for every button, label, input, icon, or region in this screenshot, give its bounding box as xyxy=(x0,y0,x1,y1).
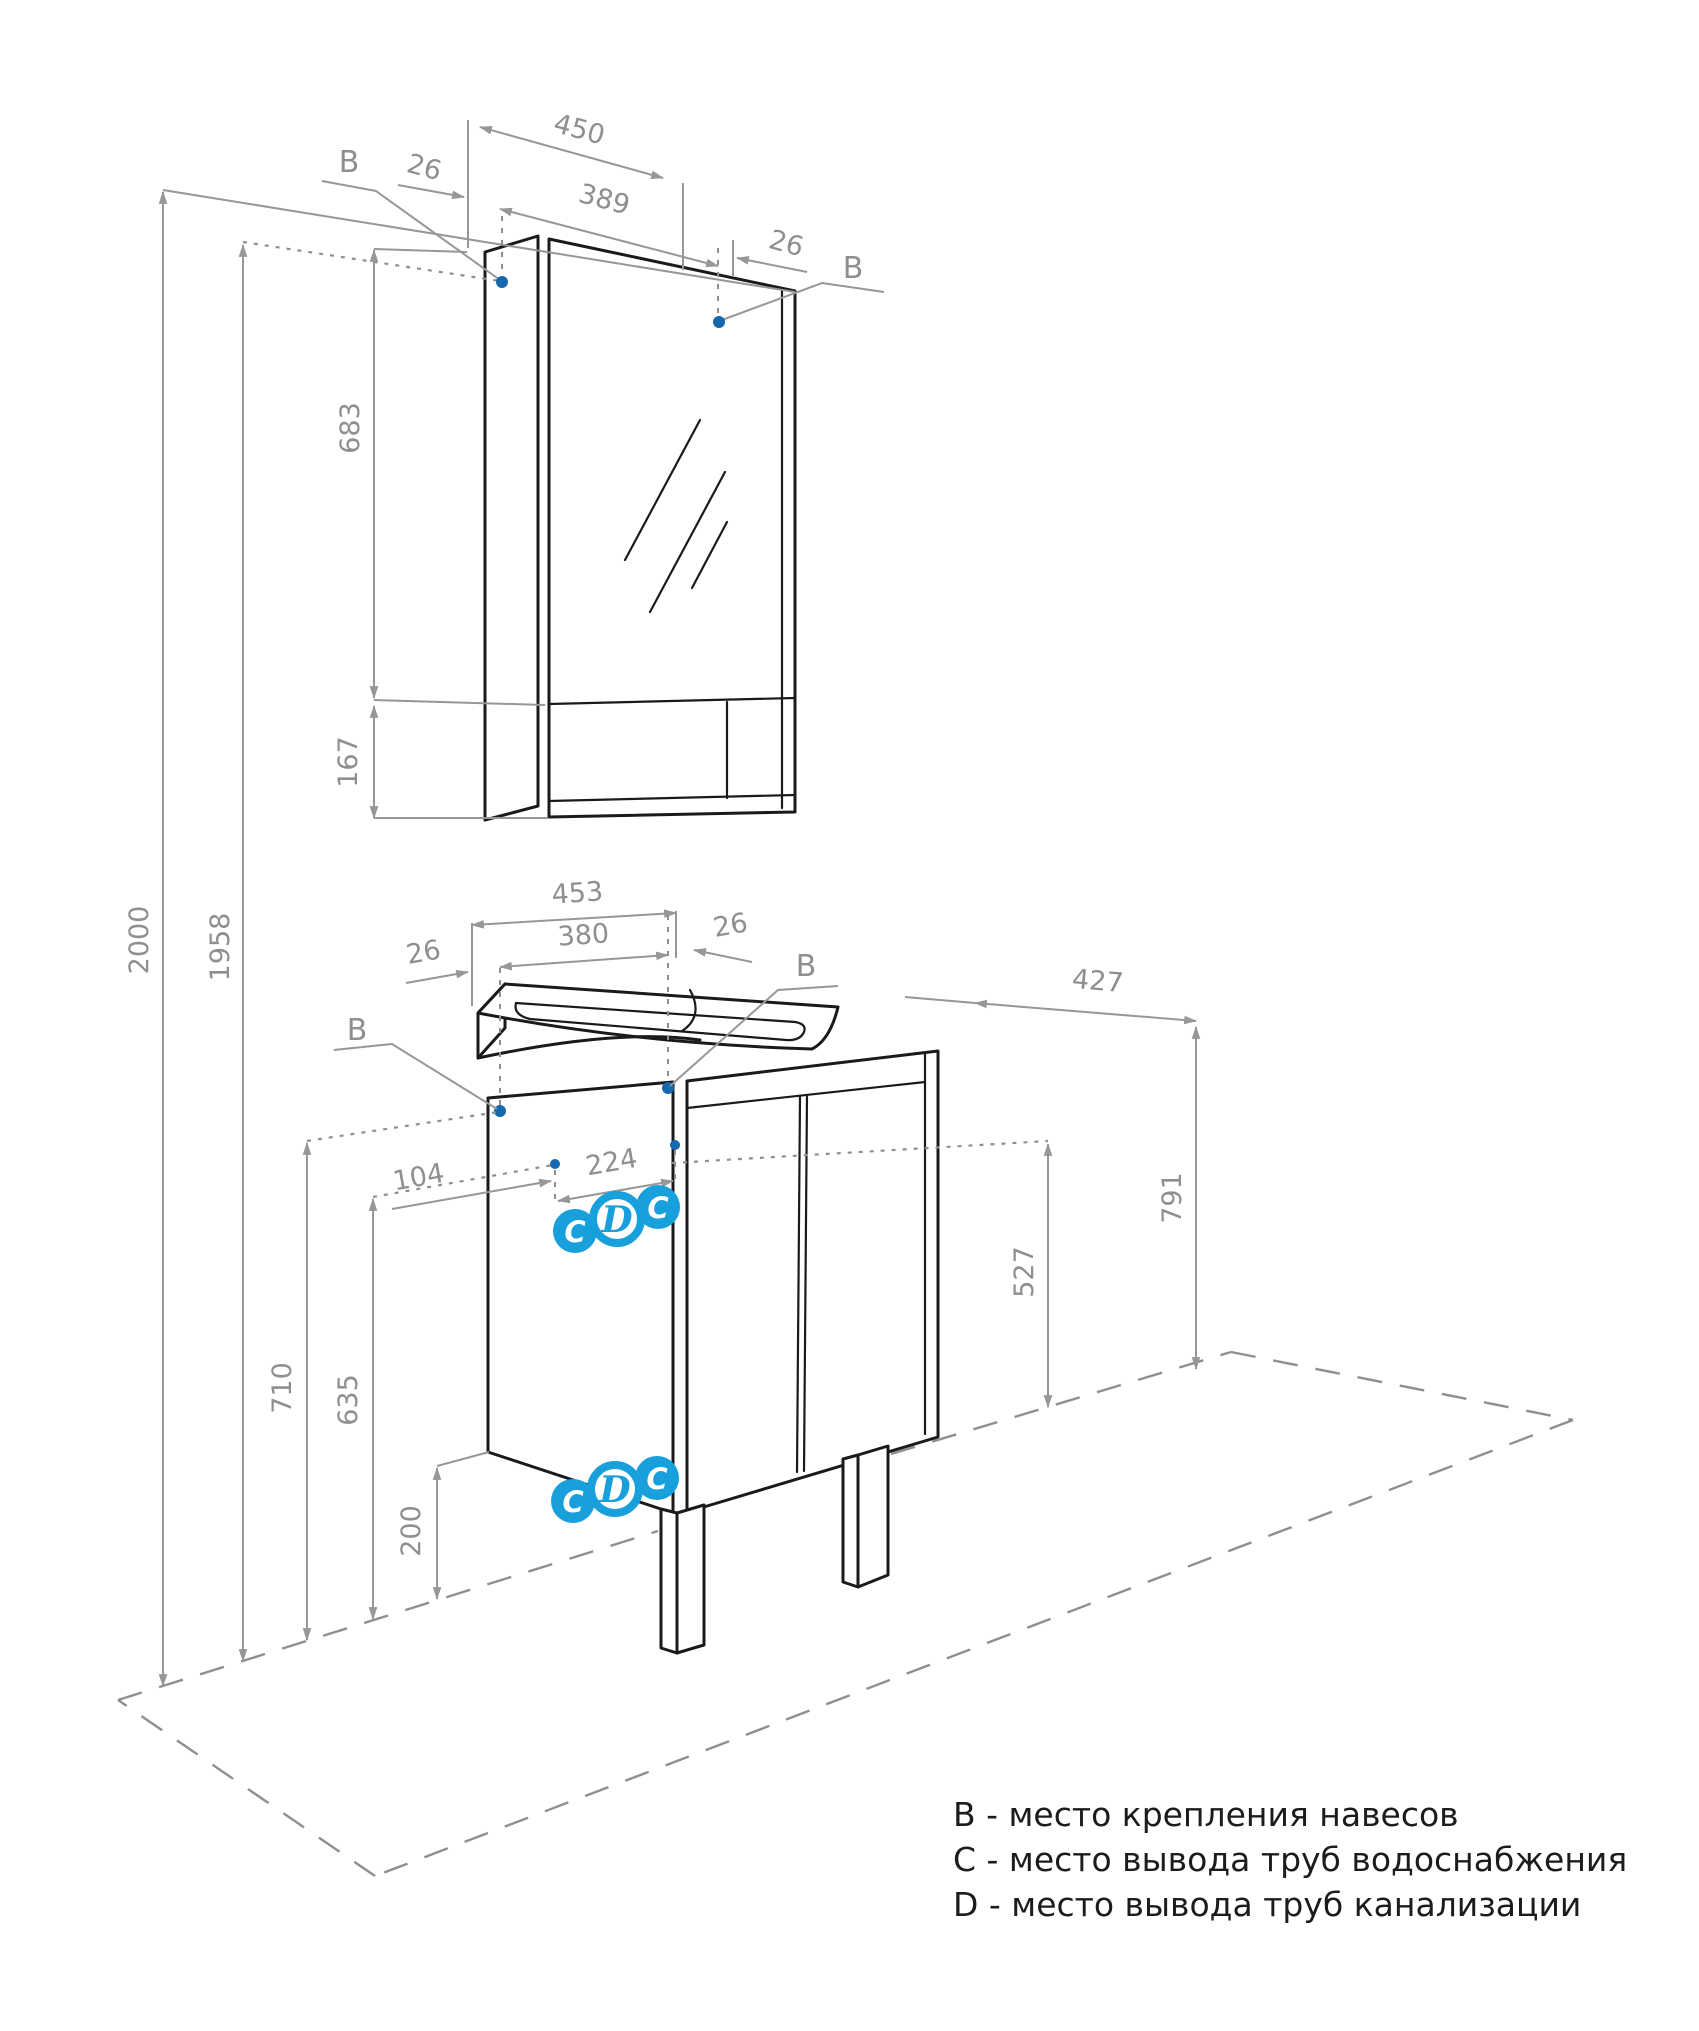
water-icon xyxy=(553,1209,597,1253)
legend-line-mount: B - место крепления навесов xyxy=(953,1795,1459,1834)
dim-427: 427 xyxy=(1071,964,1125,999)
vanity-mount-dot-left xyxy=(494,1105,506,1117)
vanity-mount-label-left: B xyxy=(347,1013,368,1048)
dim-683: 683 xyxy=(335,402,366,454)
mirror-cabinet-side-panel xyxy=(483,234,540,822)
mirror-mount-label-right: B xyxy=(843,251,864,286)
dim-710-dotted xyxy=(306,1110,499,1143)
vanity-outlet-dot-right xyxy=(670,1140,680,1150)
vanity-leg-right xyxy=(841,1444,890,1589)
mirror-mount-leader-right xyxy=(721,281,885,321)
mirror-cabinet xyxy=(483,234,797,822)
mirror-shelf-bottom xyxy=(547,793,797,803)
dim-200: 200 xyxy=(396,1505,427,1557)
mirror-shelf-divider xyxy=(547,696,797,706)
dim-167-ext-top xyxy=(373,699,546,706)
mirror-cabinet-front xyxy=(547,237,797,819)
mirror-mount-dot-left xyxy=(496,276,508,288)
vanity-mount-leader-left xyxy=(333,1042,498,1110)
water-icon-letter: C xyxy=(562,1485,583,1519)
vanity-side-panel xyxy=(486,1080,675,1515)
outlet-icons-lower: C D C xyxy=(551,1456,679,1523)
vanity-mount-leader-right xyxy=(669,985,839,1087)
top-extension-line xyxy=(162,189,796,293)
dim-26-left-vanity: 26 xyxy=(404,934,443,970)
dim-380: 380 xyxy=(557,918,611,953)
dim-167: 167 xyxy=(333,736,364,788)
dim-26r-line xyxy=(735,256,808,273)
floor-outline xyxy=(117,1350,1574,1878)
dim-527: 527 xyxy=(1009,1246,1040,1298)
vanity-leg-left xyxy=(659,1503,706,1655)
vanity-cabinet xyxy=(486,1049,940,1655)
mirror-mount-leader-left xyxy=(321,180,501,281)
legend-line-water: C - место вывода труб водоснабжения xyxy=(953,1840,1628,1879)
vanity-front xyxy=(685,1049,940,1514)
dim-453-line xyxy=(470,909,678,929)
dim-200-ext xyxy=(436,1451,490,1467)
dim-791: 791 xyxy=(1157,1172,1188,1224)
dim-527-dotted xyxy=(671,1139,1049,1165)
dim-104-line xyxy=(391,1178,553,1210)
water-icon xyxy=(635,1456,679,1500)
water-icon xyxy=(551,1479,595,1523)
dim-389: 389 xyxy=(575,178,633,221)
dim-26-right: 26 xyxy=(766,224,807,263)
vanity-mount-label-right: B xyxy=(796,949,817,984)
water-icon xyxy=(636,1185,680,1229)
dim-427-tail xyxy=(904,996,976,1004)
basin-top xyxy=(476,982,840,1051)
dim-104: 104 xyxy=(390,1158,446,1197)
dim-710: 710 xyxy=(267,1362,298,1414)
dim-1958: 1958 xyxy=(205,913,236,982)
washbasin xyxy=(476,982,840,1060)
basin-apron-bottom xyxy=(476,1035,702,1060)
dim-380-line xyxy=(498,951,670,971)
dim-389-line xyxy=(498,207,720,268)
water-icon-letter: C xyxy=(646,1462,667,1496)
dim-26-left: 26 xyxy=(404,148,445,187)
water-icon-letter: C xyxy=(564,1215,585,1249)
dim-26l-line xyxy=(397,184,466,200)
floor-edge-back-right xyxy=(890,1350,1232,1456)
dim-635-dotted xyxy=(372,1163,554,1199)
dim-26-right-vanity: 26 xyxy=(711,907,750,943)
mirror-glass-strokes xyxy=(623,418,729,614)
vanity-outlet-dot-left xyxy=(550,1159,560,1169)
wall-dimensions: 2000 1958 xyxy=(124,189,796,1688)
dim-450-line xyxy=(478,126,665,179)
dim-224-line xyxy=(556,1178,675,1204)
floor-edge-back-left xyxy=(117,1529,659,1702)
dim-450: 450 xyxy=(550,108,608,151)
dim-1958-dotted xyxy=(242,240,501,283)
dim-683-ext-top xyxy=(373,248,468,253)
floor-edge-left xyxy=(117,1699,376,1877)
mirror-mount-label-left: B xyxy=(339,145,360,180)
dim-26lv-line xyxy=(405,969,470,984)
vanity-door-gap-left xyxy=(795,1094,802,1474)
mirror-mount-dot-right xyxy=(713,316,725,328)
dim-427-line xyxy=(973,999,1198,1025)
dim-26rv-line xyxy=(692,948,753,963)
vanity-door-gap-right xyxy=(802,1093,809,1473)
legend: B - место крепления навесов C - место вы… xyxy=(953,1792,1627,1927)
basin-bowl-curve xyxy=(680,988,697,1033)
drain-icon-letter: D xyxy=(600,1199,632,1241)
outlet-icons-upper: C D C xyxy=(553,1185,680,1253)
water-icon-letter: C xyxy=(647,1191,668,1225)
dim-2000: 2000 xyxy=(124,906,155,975)
floor-edge-right xyxy=(1230,1350,1574,1422)
dim-453: 453 xyxy=(551,876,605,911)
basin-inner-rim xyxy=(514,1001,806,1042)
legend-line-drain: D - место вывода труб канализации xyxy=(953,1885,1582,1924)
dim-635: 635 xyxy=(333,1374,364,1426)
drain-icon-letter: D xyxy=(598,1469,630,1511)
